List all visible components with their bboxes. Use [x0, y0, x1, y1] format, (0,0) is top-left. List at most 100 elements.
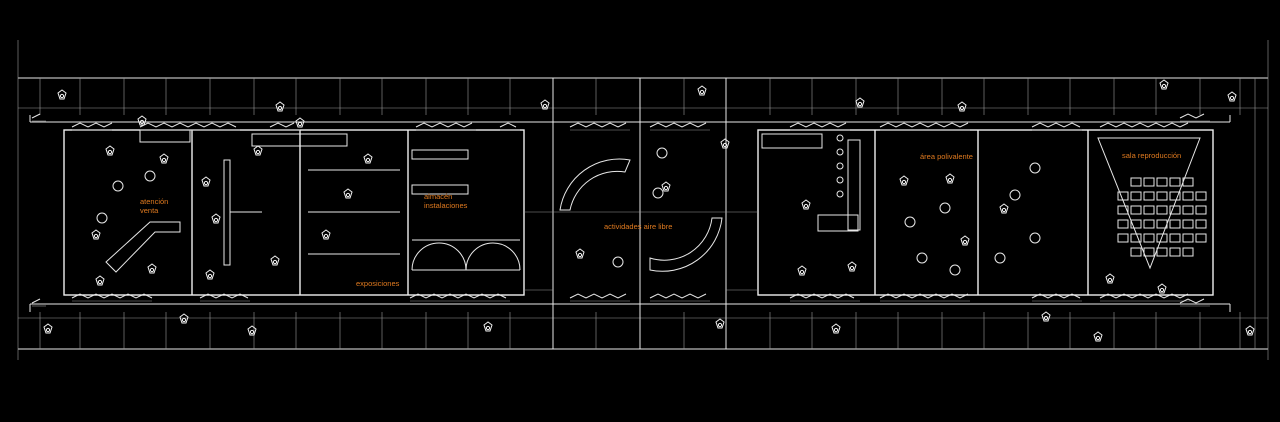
person-body — [797, 265, 807, 276]
cinema-seats — [1117, 177, 1207, 257]
cinema-seat — [1143, 205, 1155, 215]
person-head — [97, 279, 103, 285]
person-figure — [847, 261, 857, 272]
cinema-seat — [1169, 219, 1181, 229]
glazing-strip — [789, 293, 855, 299]
cinema-seat — [1169, 205, 1181, 215]
glazing-strip — [1099, 293, 1189, 299]
person-body — [321, 229, 331, 240]
cinema-seat — [1156, 191, 1168, 201]
person-body — [91, 229, 101, 240]
building-outline — [29, 115, 1231, 312]
person-head — [857, 101, 863, 107]
person-figure — [720, 138, 730, 149]
cinema-seat — [1117, 205, 1129, 215]
person-figure — [159, 153, 169, 164]
person-figure — [137, 115, 147, 126]
glazing-strip — [879, 122, 969, 128]
furniture-circle — [916, 252, 928, 264]
person-figure — [91, 229, 101, 240]
cinema-seat — [1182, 205, 1194, 215]
person-body — [1093, 331, 1103, 342]
furniture-circle — [652, 187, 664, 199]
room-labels: atención venta exposiciones almacén inst… — [140, 151, 1181, 288]
person-figure — [1041, 311, 1051, 322]
person-figure — [797, 265, 807, 276]
furniture-circle — [1029, 162, 1041, 174]
glazing-strip — [1031, 293, 1081, 299]
person-body — [95, 275, 105, 286]
cinema-seat — [1195, 205, 1207, 215]
cinema-seat — [1130, 205, 1142, 215]
person-body — [1227, 91, 1237, 102]
person-body — [1105, 273, 1115, 284]
furniture-circle — [836, 134, 844, 142]
person-body — [831, 323, 841, 334]
furniture-circle — [994, 252, 1006, 264]
person-head — [485, 325, 491, 331]
person-body — [105, 145, 115, 156]
person-figure — [343, 188, 353, 199]
person-figure — [201, 176, 211, 187]
person-figure — [179, 313, 189, 324]
person-body — [275, 101, 285, 112]
person-figure — [1245, 325, 1255, 336]
person-figure — [205, 269, 215, 280]
cinema-seat — [1143, 233, 1155, 243]
cinema-seat — [1182, 233, 1194, 243]
person-head — [722, 142, 728, 148]
furniture-circle — [656, 147, 668, 159]
label-almacen-1: almacén — [424, 192, 452, 201]
person-figure — [831, 323, 841, 334]
cinema-seat — [1130, 219, 1142, 229]
person-figure — [801, 199, 811, 210]
glazing-strip — [879, 293, 969, 299]
person-body — [540, 99, 550, 110]
glazing-strip — [499, 122, 517, 128]
glazing-strip — [649, 122, 707, 128]
person-figure — [147, 263, 157, 274]
people-figures — [43, 79, 1255, 342]
cinema-seat — [1182, 191, 1194, 201]
person-figure — [363, 153, 373, 164]
person-body — [661, 181, 671, 192]
person-figure — [957, 101, 967, 112]
cinema-seat — [1195, 233, 1207, 243]
person-body — [575, 248, 585, 259]
person-body — [253, 145, 263, 156]
glazing-strip — [71, 293, 153, 299]
person-figure — [960, 235, 970, 246]
glazing-strip — [71, 122, 113, 128]
person-body — [899, 175, 909, 186]
glazing-strip — [199, 293, 249, 299]
cinema-seat — [1169, 233, 1181, 243]
cinema-seat — [1130, 247, 1142, 257]
person-body — [137, 115, 147, 126]
person-body — [270, 255, 280, 266]
person-head — [345, 192, 351, 198]
person-body — [179, 313, 189, 324]
person-head — [203, 180, 209, 186]
furniture-circle — [1009, 189, 1021, 201]
person-body — [147, 263, 157, 274]
person-head — [59, 93, 65, 99]
cinema-seat — [1143, 177, 1155, 187]
person-head — [799, 269, 805, 275]
person-figure — [1157, 283, 1167, 294]
person-figure — [483, 321, 493, 332]
person-body — [1041, 311, 1051, 322]
person-head — [803, 203, 809, 209]
person-body — [957, 101, 967, 112]
glazing-strip — [1031, 122, 1081, 128]
person-figure — [715, 318, 725, 329]
cinema-seat — [1156, 177, 1168, 187]
person-head — [255, 149, 261, 155]
person-body — [715, 318, 725, 329]
glazing-strip — [569, 122, 627, 128]
label-almacen-2: instalaciones — [424, 201, 468, 210]
person-figure — [1159, 79, 1169, 90]
cinema-seat — [1117, 191, 1129, 201]
person-figure — [945, 173, 955, 184]
person-figure — [540, 99, 550, 110]
